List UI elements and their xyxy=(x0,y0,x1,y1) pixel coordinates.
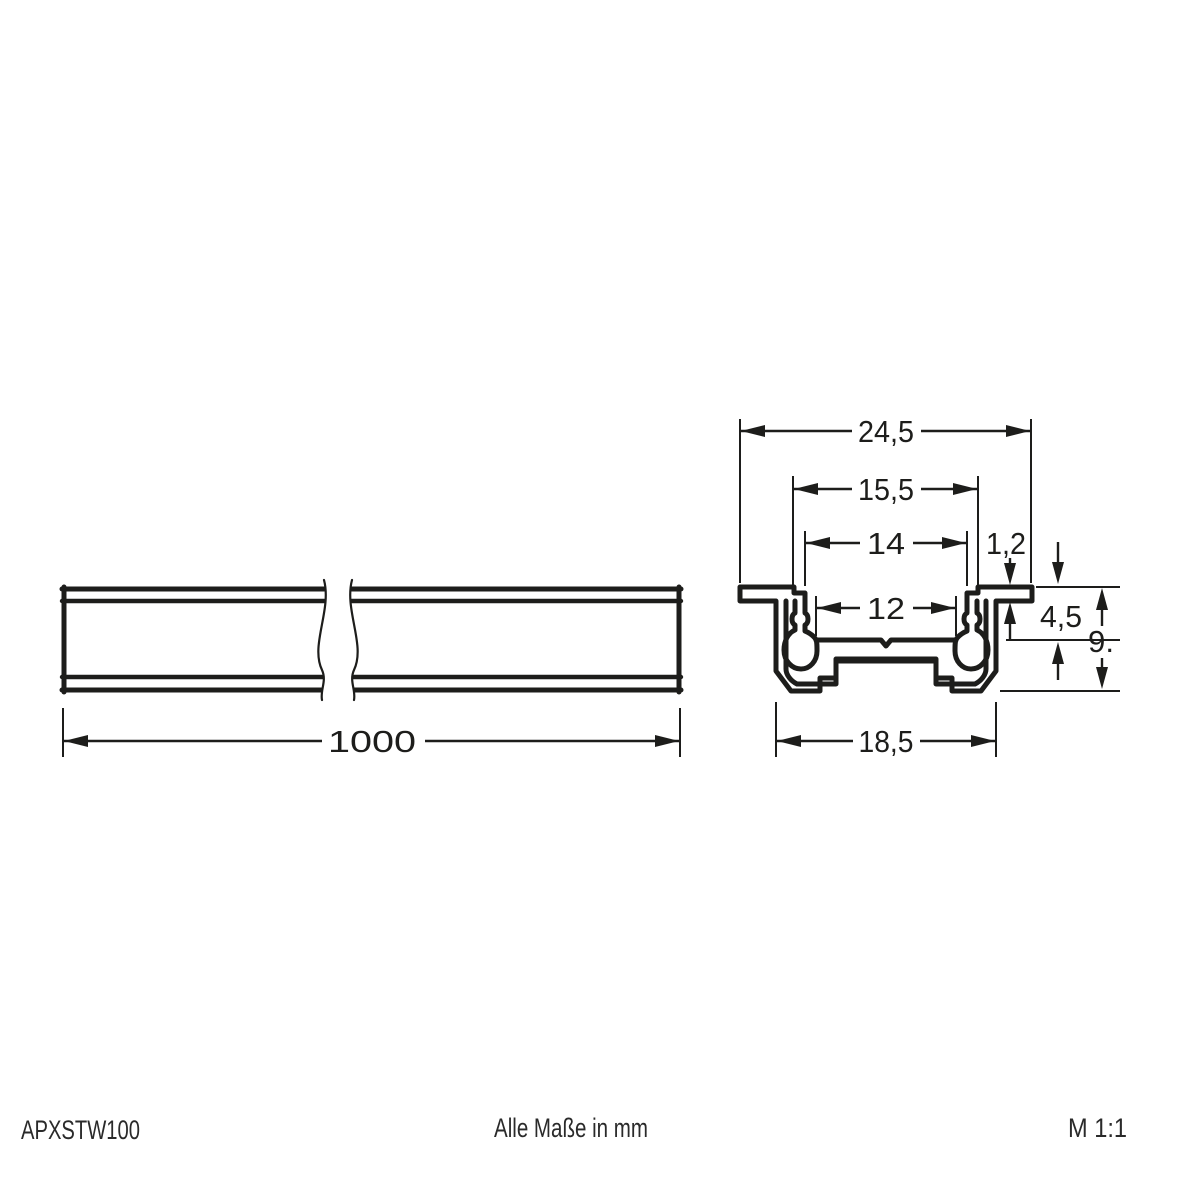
dim-label-flange-thickness: 1,2 xyxy=(986,526,1026,561)
arrowhead-right xyxy=(931,602,955,614)
arrowhead-right xyxy=(1006,425,1030,437)
dimension-overall-height: 9. xyxy=(1088,588,1114,689)
arrowhead-right xyxy=(655,735,679,747)
arrowhead-right xyxy=(971,735,995,747)
arrowhead-down xyxy=(1004,563,1016,585)
arrowhead-up xyxy=(1004,602,1016,624)
dim-label-overall-width: 24,5 xyxy=(858,414,914,449)
cross-section-view: 24,5 15,5 14 xyxy=(737,414,1120,759)
break-band xyxy=(318,580,358,700)
dimension-recess-depth: 4,5 xyxy=(1040,542,1082,680)
arrowhead-right xyxy=(942,537,966,549)
dim-label-length: 1000 xyxy=(328,724,416,759)
arrowhead-up xyxy=(1052,642,1064,664)
title-block: APXSTW100 Alle Maße in mm M 1:1 xyxy=(21,1113,1127,1145)
profile-rib-bulb-right xyxy=(952,598,991,672)
dimension-inner-slot-width: 14 xyxy=(804,526,968,586)
dim-label-opening-width: 15,5 xyxy=(858,472,914,507)
units-note: Alle Maße in mm xyxy=(494,1113,648,1143)
dimension-opening-width: 15,5 xyxy=(792,472,979,586)
dim-label-overall-height: 9. xyxy=(1088,624,1114,659)
side-view: 1000 xyxy=(59,578,684,759)
scale-note: M 1:1 xyxy=(1068,1113,1127,1143)
profile-outline xyxy=(737,584,1035,694)
profile-chamber-contour xyxy=(783,598,989,687)
dimension-length-1000: 1000 xyxy=(62,708,681,759)
arrowhead-left xyxy=(64,735,88,747)
arrowhead-up xyxy=(1096,588,1108,610)
article-number: APXSTW100 xyxy=(21,1115,140,1145)
arrowhead-left xyxy=(741,425,765,437)
dim-label-channel-width: 12 xyxy=(867,591,905,626)
dimension-base-width: 18,5 xyxy=(775,702,997,759)
break-wave-left xyxy=(317,578,327,702)
arrowhead-left xyxy=(817,602,841,614)
dimension-overall-width: 24,5 xyxy=(739,414,1032,583)
dim-label-base-width: 18,5 xyxy=(859,724,914,759)
arrowhead-left xyxy=(806,537,830,549)
arrowhead-left xyxy=(794,483,818,495)
arrowhead-down xyxy=(1052,562,1064,584)
dimension-channel-width: 12 xyxy=(815,591,957,636)
dimension-flange-thickness: 1,2 xyxy=(986,526,1026,640)
profile-rib-bulb-left xyxy=(781,598,820,672)
arrowhead-down xyxy=(1096,667,1108,689)
break-wave-right xyxy=(349,578,359,702)
dim-label-inner-slot-width: 14 xyxy=(867,526,905,561)
dim-label-recess-depth: 4,5 xyxy=(1040,599,1082,634)
arrowhead-right xyxy=(953,483,977,495)
arrowhead-left xyxy=(777,735,801,747)
